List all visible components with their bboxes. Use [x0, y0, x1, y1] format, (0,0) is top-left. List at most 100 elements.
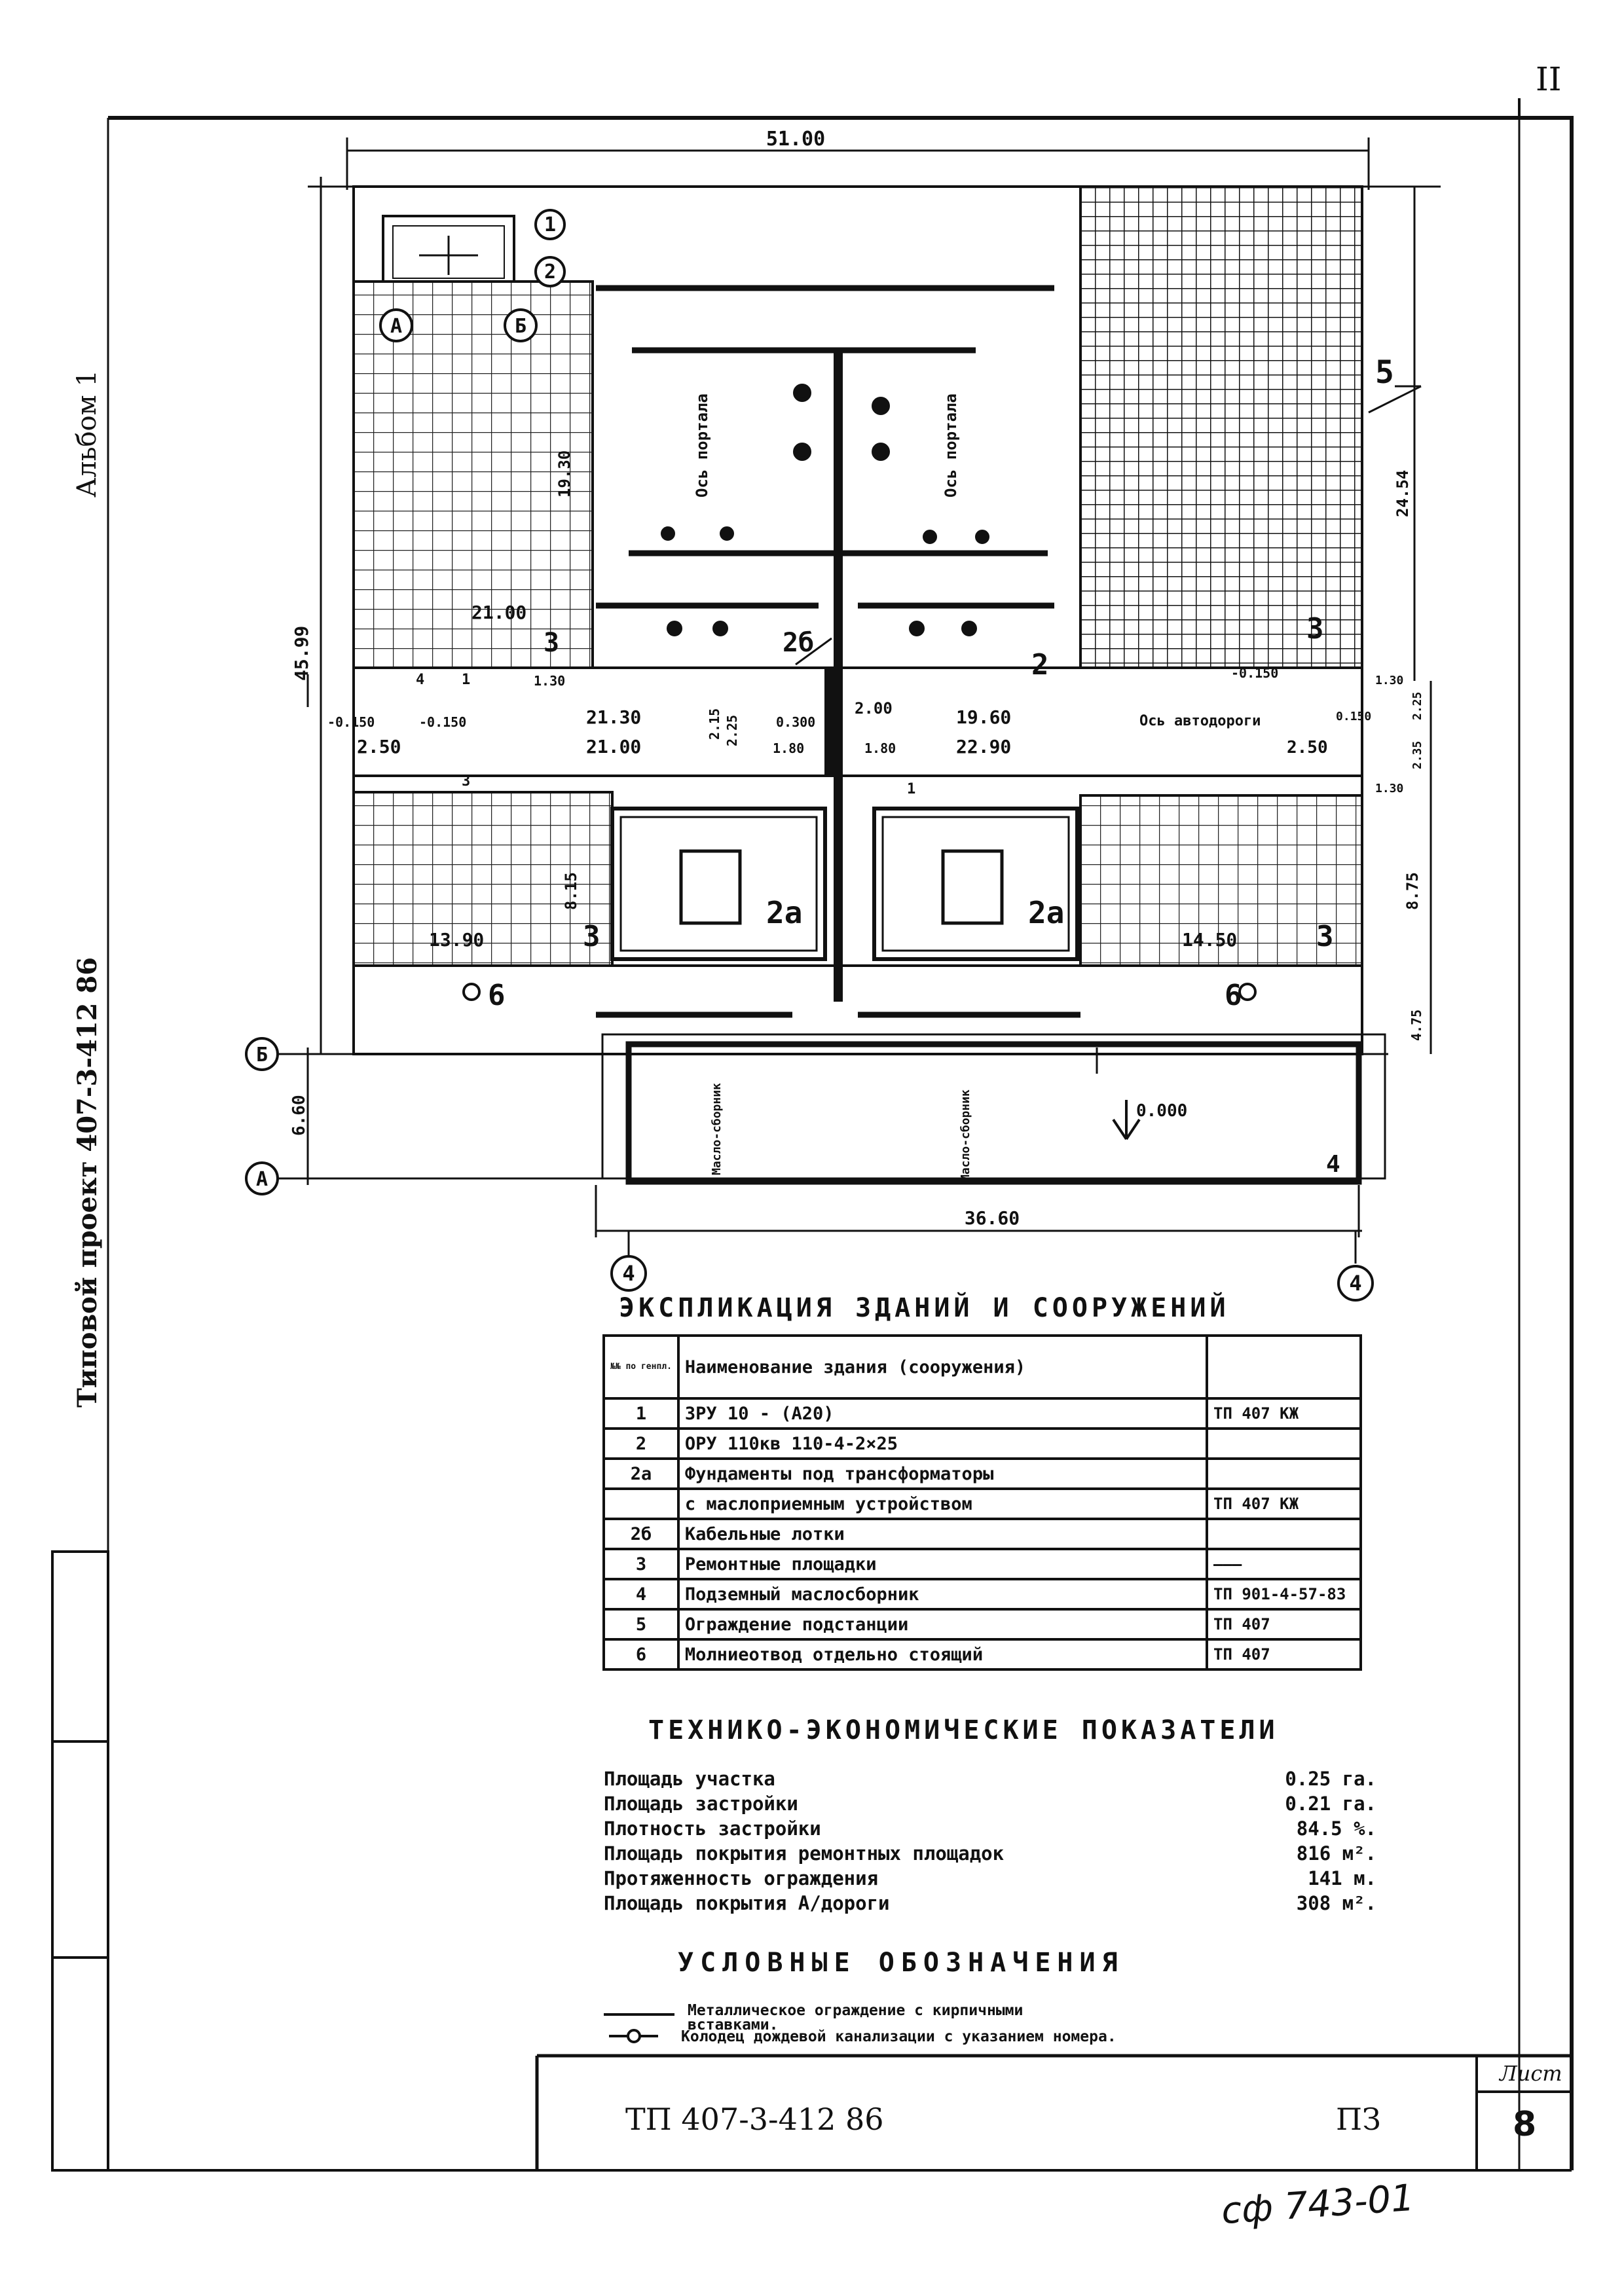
row-name: Кабельные лотки	[676, 1518, 1209, 1550]
indicator-label: Площадь покрытия А/дороги	[604, 1892, 890, 1914]
dim-mid-b: 2.25	[724, 715, 740, 746]
indicator-value: 0.25 га.	[1285, 1768, 1376, 1790]
stamp-code: ТП 407-3-412 86	[625, 2102, 884, 2137]
dim-right-small-1: 1.30	[1375, 674, 1403, 687]
header-num: №№ по генпл.	[602, 1334, 680, 1400]
oil-collector-label-2: Масло-сборник	[959, 1089, 972, 1182]
dim-left-mid: 8.15	[562, 872, 580, 910]
level-mark-4: 0.150	[1336, 710, 1371, 723]
repair-areas	[352, 185, 1363, 967]
dim-right-bottom: 14.50	[1182, 929, 1237, 951]
indicator-value: 0.21 га.	[1285, 1793, 1376, 1815]
building-zru	[382, 215, 515, 289]
row-ref: ТП 407 КЖ	[1206, 1397, 1362, 1430]
sheet-word: Лист	[1500, 2061, 1562, 2086]
dim-right-mid: 8.75	[1403, 872, 1422, 910]
zone-2a-right-label: 2а	[1028, 895, 1064, 930]
dim-road-left-3: 2.50	[357, 736, 401, 757]
well-label-4: 4	[416, 672, 424, 688]
well-label-1: 1	[907, 781, 915, 797]
row-name: Ограждение подстанции	[676, 1608, 1209, 1641]
portal-axis-left: Ось портала	[693, 393, 711, 498]
indicator-label: Площадь застройки	[604, 1793, 798, 1815]
dim-road-right-3: 2.50	[1287, 738, 1328, 757]
zone-2b-label: 2б	[783, 628, 814, 658]
zone-2-label: 2	[1031, 648, 1049, 682]
row-ref: ТП 407	[1206, 1608, 1362, 1641]
leader-lines	[795, 385, 1422, 666]
plan-labels: 51.00 45.99 24.54 19.30 21.00 21.30 21.0…	[256, 128, 1424, 1296]
dim-road-left-2: 21.00	[586, 736, 641, 757]
zone-3-bl-label: 3	[583, 920, 600, 953]
dim-left-inner: 21.00	[471, 602, 526, 623]
row-name: ЗРУ 10 - (А20)	[676, 1397, 1209, 1430]
zone-2a-left-label: 2а	[766, 895, 802, 930]
sheet-frame	[51, 98, 1574, 2172]
well-label-2: 1	[462, 672, 470, 688]
dim-mid-e: 0.300	[776, 714, 815, 730]
row-num: 3	[602, 1548, 680, 1580]
row-name: Ремонтные площадки	[676, 1548, 1209, 1580]
dim-road-right-1: 19.60	[956, 706, 1011, 728]
zone-4-label: 4	[1326, 1151, 1340, 1178]
zone-6-right-label: 6	[1225, 979, 1242, 1012]
explication-table: №№ по генпл. Наименование здания (сооруж…	[602, 1334, 1362, 1671]
dim-mid-c: 1.80	[773, 740, 804, 756]
substation-yard	[352, 185, 1363, 1055]
header-name: Наименование здания (сооружения)	[676, 1334, 1209, 1400]
axis-a-top-label: А	[390, 315, 402, 338]
album-label: Альбом 1	[72, 370, 102, 498]
elevation-mark: 0.000	[1136, 1101, 1187, 1121]
transformer-foundations	[610, 807, 1079, 961]
legend-title: УСЛОВНЫЕ ОБОЗНАЧЕНИЯ	[678, 1948, 1124, 1978]
indicator-row: Площадь участка 0.25 га.	[604, 1768, 1376, 1790]
indicator-label: Протяженность ограждения	[604, 1867, 879, 1889]
axis-4-left-label: 4	[622, 1261, 635, 1286]
row-name: с маслоприемным устройством	[676, 1487, 1209, 1520]
indicator-label: Площадь покрытия ремонтных площадок	[604, 1842, 1005, 1865]
row-ref: ТП 901-4-57-83	[1206, 1578, 1362, 1611]
stamp-section: ПЗ	[1336, 2102, 1381, 2137]
dim-width-total: 51.00	[766, 128, 825, 151]
oil-collector-label-1: Масло-сборник	[710, 1083, 724, 1175]
row-ref	[1206, 1427, 1362, 1460]
row-ref: ТП 407	[1206, 1638, 1362, 1671]
dim-lower-height: 6.60	[289, 1095, 309, 1136]
dim-lower-width: 36.60	[965, 1207, 1020, 1229]
project-label: Типовой проект 407-3-412 86	[72, 957, 103, 1408]
legend-symbols	[604, 2013, 674, 2043]
axis-4-right-label: 4	[1349, 1271, 1361, 1296]
row-ref	[1206, 1518, 1362, 1550]
row-num: 2б	[602, 1518, 680, 1550]
portal-gantries	[596, 285, 1080, 1018]
zone-6-left-label: 6	[488, 979, 506, 1012]
dim-right-small-5: 4.75	[1409, 1010, 1424, 1041]
oil-collector	[601, 1033, 1386, 1185]
row-num: 6	[602, 1638, 680, 1671]
dim-left-bottom: 13.90	[429, 929, 484, 951]
row-name: Фундаменты под трансформаторы	[676, 1457, 1209, 1490]
indicator-label: Плотность застройки	[604, 1817, 821, 1840]
indicator-label: Площадь участка	[604, 1768, 775, 1790]
roman-number: II	[1536, 60, 1562, 98]
dim-mid-d: 1.80	[864, 740, 896, 756]
indicator-row: Плотность застройки 84.5 %.	[604, 1817, 1376, 1840]
row-num: 5	[602, 1608, 680, 1641]
row-name: ОРУ 110кв 110-4-2×25	[676, 1427, 1209, 1460]
header-ref	[1206, 1334, 1362, 1400]
row-ref: ———	[1206, 1548, 1362, 1580]
axis-a-left-label: А	[256, 1168, 268, 1191]
legend-fence-line1: Металлическое ограждение с кирпичными	[688, 2002, 1024, 2019]
indicator-value: 84.5 %.	[1296, 1817, 1376, 1840]
road-axis-label: Ось автодороги	[1139, 713, 1261, 729]
dim-right-small-2: 2.25	[1411, 692, 1424, 720]
sheet-number: 8	[1513, 2105, 1537, 2144]
dim-road-left-1: 21.30	[586, 706, 641, 728]
